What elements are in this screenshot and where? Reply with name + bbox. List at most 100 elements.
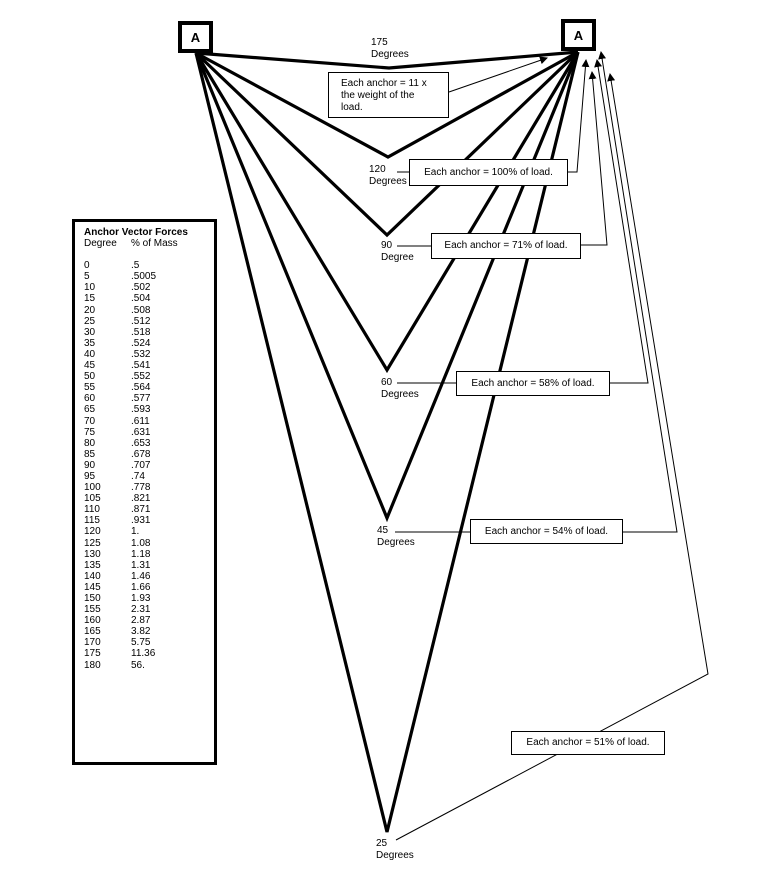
angle-unit: Degrees — [377, 537, 415, 548]
mass-cell: .518 — [131, 326, 151, 338]
degree-cell: 110 — [84, 504, 100, 516]
table-row: 15 .504 — [84, 293, 214, 304]
rope-120-degrees — [195, 50, 579, 159]
degree-cell: 75 — [84, 426, 96, 438]
table-row: 115 .931 — [84, 515, 214, 526]
degree-cell: 90 — [84, 459, 96, 471]
table-title: Anchor Vector Forces — [84, 227, 188, 238]
vertex-label-175: 175 Degrees — [371, 37, 409, 61]
table-row: 10.502 — [84, 282, 214, 293]
angle-value: 60 — [381, 377, 393, 388]
degree-cell: 50 — [84, 371, 96, 383]
mass-cell: .678 — [131, 448, 151, 460]
vertex-label-60: 60 Degrees — [381, 377, 419, 401]
mass-cell: .611 — [131, 415, 150, 427]
mass-cell: 3.82 — [131, 626, 151, 638]
angle-value: 25 — [376, 838, 388, 849]
rope-45-degrees — [194, 51, 580, 523]
angle-unit: Degrees — [371, 49, 409, 60]
mass-cell: 5.75 — [131, 637, 151, 649]
table-row: 130 1.18 — [84, 549, 214, 560]
mass-cell: 1.08 — [131, 537, 151, 549]
rope-90-degrees — [194, 50, 580, 238]
degree-cell: 5 — [84, 271, 90, 283]
table-row: 105.821 — [84, 493, 214, 504]
table-row: 20 .508 — [84, 305, 214, 316]
degree-cell: 80 — [84, 437, 96, 449]
degree-cell: 20 — [84, 304, 96, 316]
callout-text: Each anchor = 51% of load. — [526, 737, 650, 748]
table-row: 85 .678 — [84, 449, 214, 460]
degree-cell: 160 — [84, 615, 101, 627]
mass-cell: 1.18 — [131, 548, 151, 560]
right-anchor-label: A — [573, 27, 584, 43]
degree-cell: 15 — [84, 293, 96, 305]
angle-value: 45 — [377, 525, 389, 536]
degree-cell: 120 — [84, 526, 101, 538]
degree-cell: 150 — [84, 593, 101, 604]
table-row: 70 .611 — [84, 416, 214, 427]
vertex-label-25: 25 Degrees — [376, 838, 414, 862]
mass-cell: .631 — [131, 426, 151, 438]
mass-cell: .504 — [131, 293, 151, 305]
column-header-degree: Degree — [84, 238, 117, 250]
mass-cell: .5005 — [131, 271, 157, 283]
table-row: 90.707 — [84, 460, 214, 471]
degree-cell: 170 — [84, 637, 101, 649]
angle-value: 175 — [371, 37, 388, 48]
vertex-label-90: 90 Degree — [381, 240, 414, 264]
degree-cell: 100 — [84, 482, 101, 494]
degree-cell: 155 — [84, 604, 101, 616]
angle-unit: Degrees — [369, 176, 407, 187]
degree-cell: 60 — [84, 393, 96, 405]
degree-cell: 115 — [84, 515, 100, 527]
table-row: 30 .518 — [84, 327, 214, 338]
mass-cell: .532 — [131, 348, 151, 360]
table-row: 95.74 — [84, 471, 214, 482]
callout-175: Each anchor = 11 x the weight of the loa… — [328, 72, 449, 118]
degree-cell: 95 — [84, 470, 96, 482]
angle-unit: Degrees — [381, 389, 419, 400]
table-row: 75 .631 — [84, 427, 214, 438]
table-row: 60.577 — [84, 393, 214, 404]
table-row: 0.5 — [84, 260, 214, 271]
leader-175 — [448, 56, 548, 93]
table-row: 5 .5005 — [84, 271, 214, 282]
degree-cell: 130 — [84, 548, 101, 560]
mass-cell: .508 — [131, 304, 151, 316]
leader-45-right — [598, 51, 678, 533]
table-row: 35.524 — [84, 338, 214, 349]
mass-cell: 1.93 — [131, 593, 151, 604]
degree-cell: 140 — [84, 570, 101, 582]
degree-cell: 70 — [84, 415, 96, 427]
table-row: 80.653 — [84, 438, 214, 449]
degree-cell: 0 — [84, 260, 90, 272]
degree-cell: 175 — [84, 648, 101, 660]
callout-text: Each anchor = 54% of load. — [484, 525, 609, 537]
mass-cell: .524 — [131, 337, 151, 349]
mass-cell: 56. — [131, 659, 145, 671]
callout-45: Each anchor = 54% of load. — [470, 519, 623, 544]
mass-cell: 1.46 — [131, 570, 151, 582]
rope-175-degrees — [195, 50, 579, 70]
vertex-label-120: 120 Degrees — [369, 164, 407, 188]
mass-cell: .931 — [131, 515, 151, 527]
degree-cell: 25 — [84, 315, 96, 327]
anchor-vector-forces-table: Anchor Vector Forces Degree % of Mass 0.… — [72, 219, 217, 765]
mass-cell: .821 — [131, 493, 151, 505]
mass-cell: 1.66 — [131, 581, 151, 593]
callout-text: Each anchor = 71% of load. — [444, 240, 568, 251]
table-row: 55.564 — [84, 382, 214, 393]
table-row: 110.871 — [84, 504, 214, 515]
callout-25: Each anchor = 51% of load. — [511, 731, 665, 755]
mass-cell: .778 — [131, 482, 151, 494]
degree-cell: 85 — [84, 448, 96, 460]
degree-cell: 30 — [84, 326, 96, 338]
mass-cell: .74 — [131, 470, 145, 482]
rope-25-degrees — [194, 51, 580, 833]
